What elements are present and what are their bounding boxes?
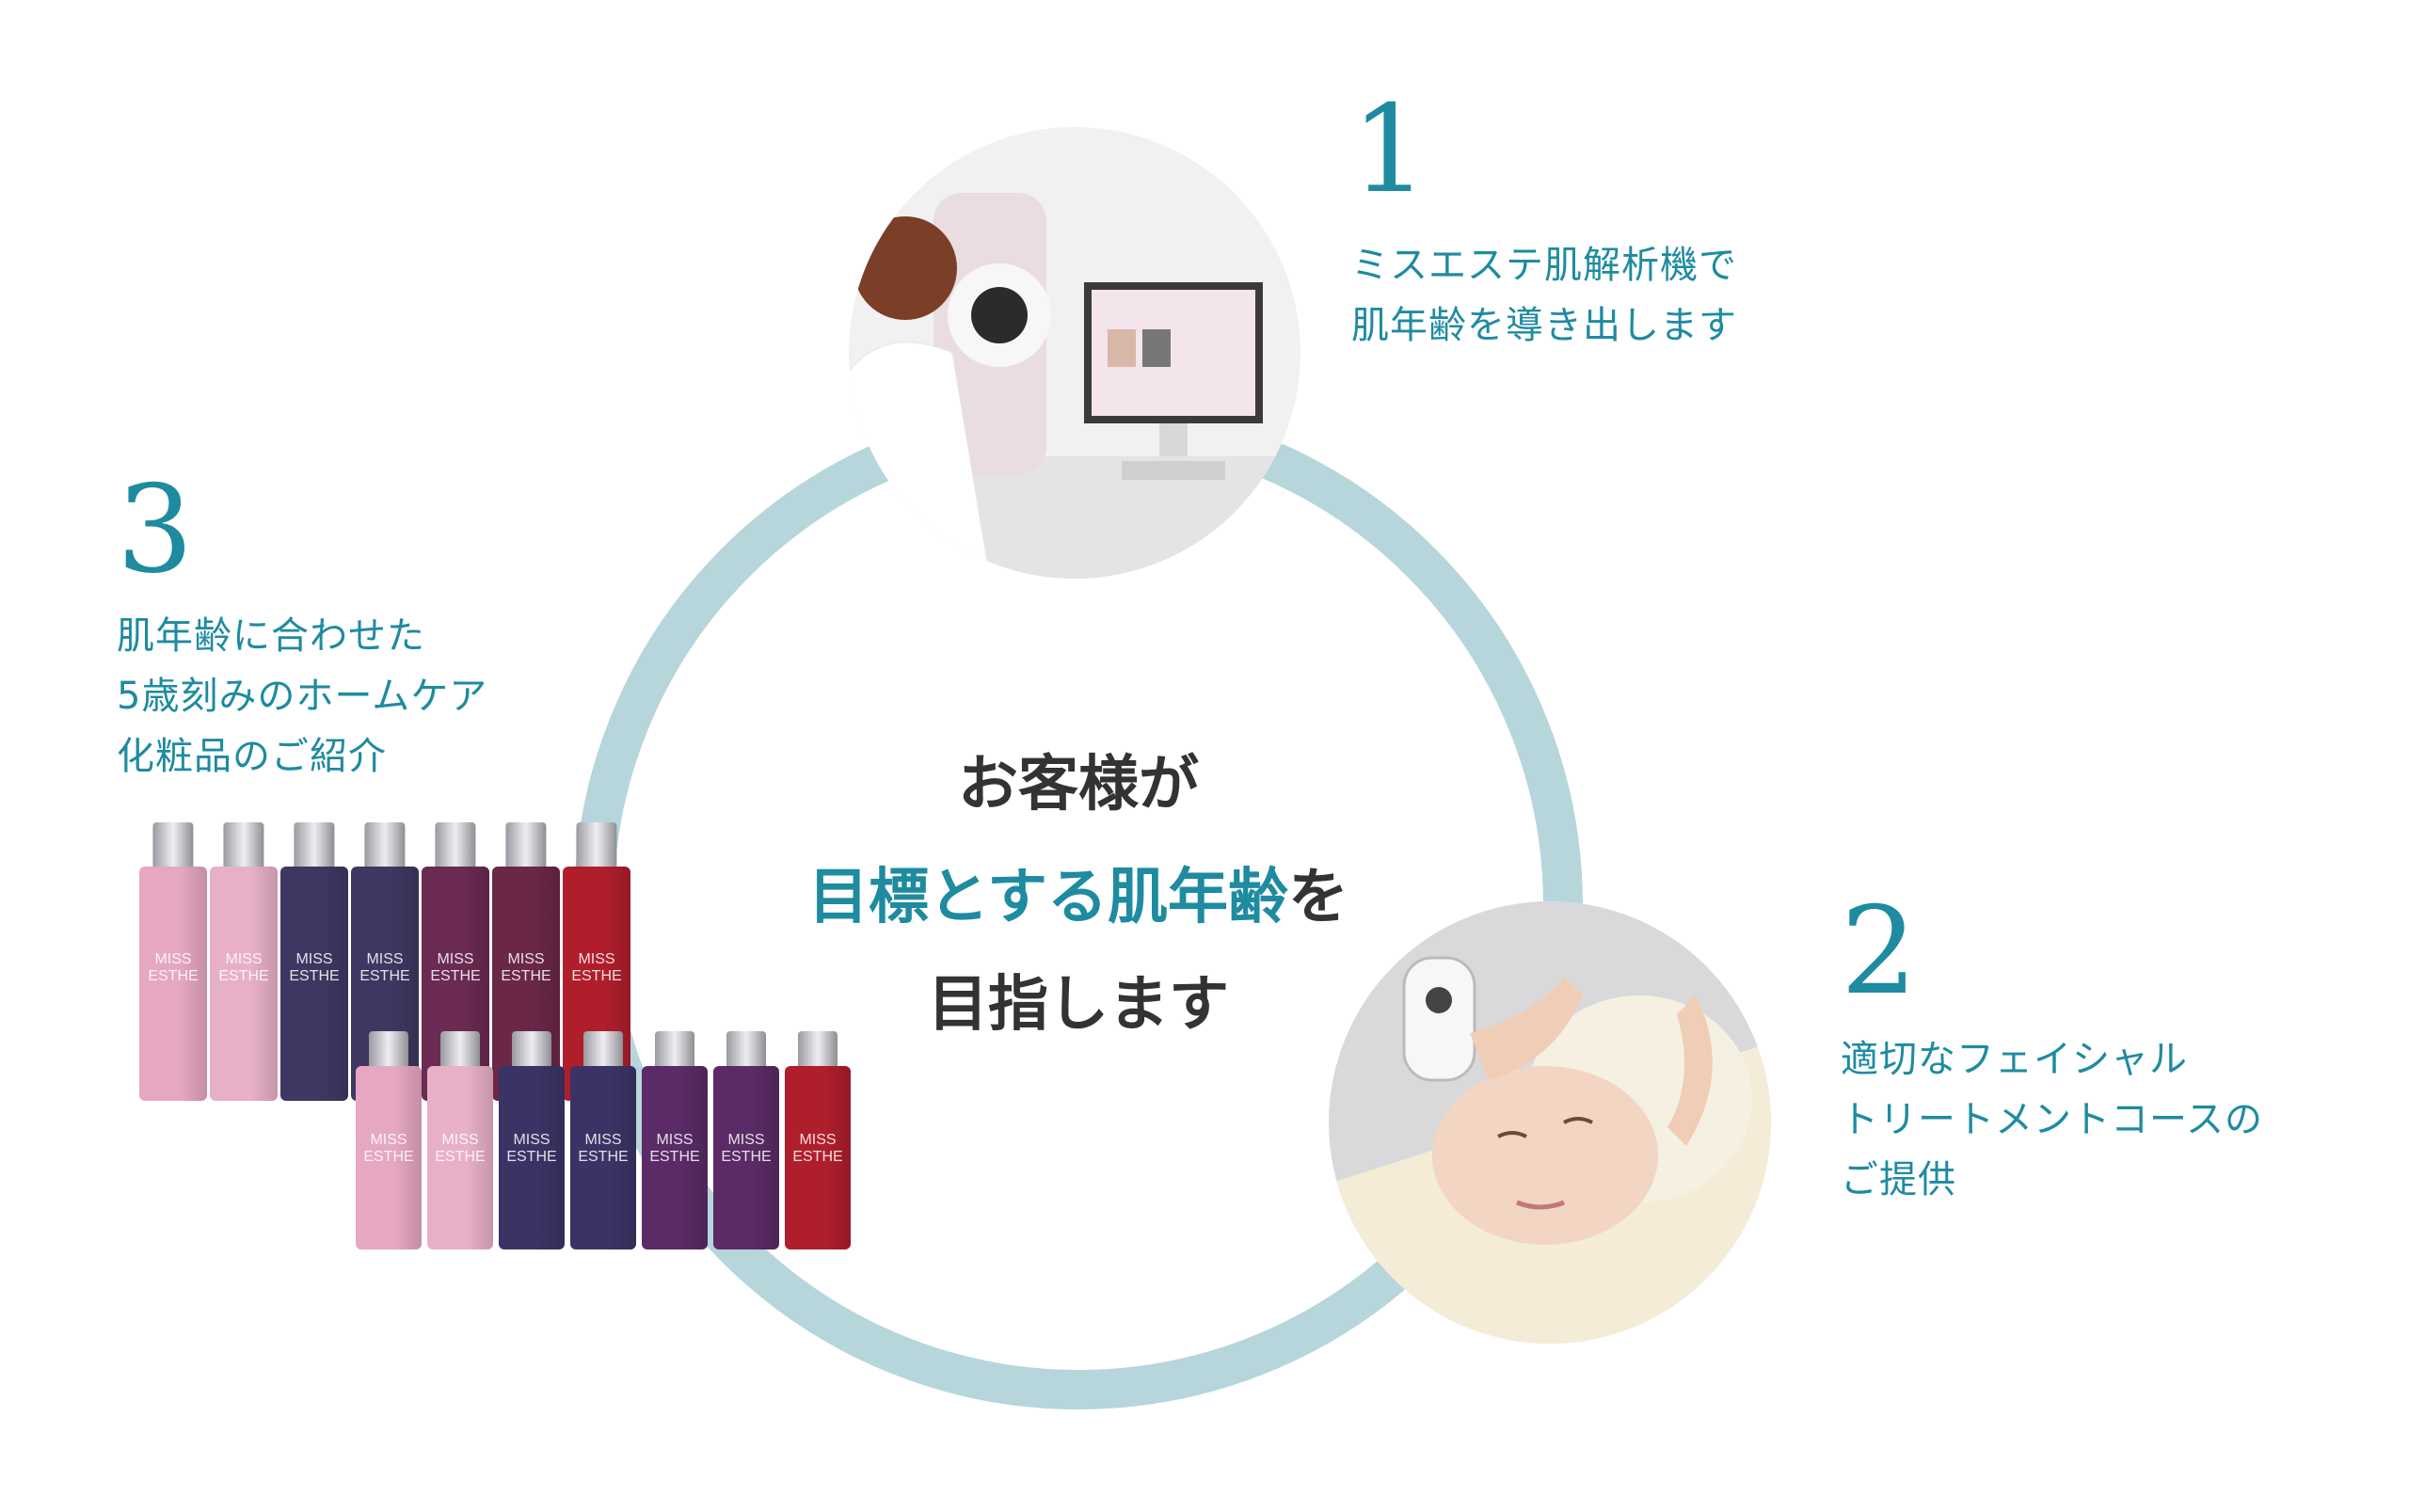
product-brand-label: MISS ESTHE	[578, 1132, 629, 1166]
facial-treatment-photo	[1329, 901, 1771, 1344]
center-line-2: 目標とする肌年齢を	[655, 849, 1502, 935]
step-3-number: 3	[117, 460, 194, 600]
step-1-number: 1	[1351, 80, 1428, 220]
center-line-1: お客様が	[958, 750, 1199, 820]
product-brand-label: MISS ESTHE	[430, 950, 481, 984]
product-brand-label: MISS ESTHE	[289, 950, 340, 984]
product-bottle: MISS ESTHE	[427, 1031, 493, 1249]
product-bottle: MISS ESTHE	[356, 1031, 422, 1249]
product-brand-label: MISS ESTHE	[571, 950, 622, 984]
step-3-description: 肌年齢に合わせた 5歳刻みのホームケア 化粧品のご紹介	[117, 614, 488, 778]
step-2-number: 2	[1841, 882, 1918, 1022]
product-bottle: MISS ESTHE	[570, 1031, 636, 1249]
product-brand-label: MISS ESTHE	[218, 950, 269, 984]
skin-analysis-photo	[849, 127, 1300, 579]
center-line-2-suffix: を	[1288, 863, 1349, 932]
center-highlight: 目標とする肌年齢	[807, 863, 1289, 932]
product-brand-label: MISS ESTHE	[792, 1132, 843, 1166]
center-line-3: 目指します	[928, 970, 1229, 1040]
product-brand-label: MISS ESTHE	[721, 1132, 772, 1166]
product-bottle: MISS ESTHE	[642, 1031, 708, 1249]
product-brand-label: MISS ESTHE	[501, 950, 551, 984]
product-brand-label: MISS ESTHE	[506, 1132, 557, 1166]
product-bottle: MISS ESTHE	[280, 822, 348, 1101]
product-brand-label: MISS ESTHE	[359, 950, 410, 984]
product-brand-label: MISS ESTHE	[148, 950, 199, 984]
product-brand-label: MISS ESTHE	[435, 1132, 486, 1166]
step-1-description: ミスエステ肌解析機で 肌年齢を導き出します	[1351, 244, 1737, 347]
product-brand-label: MISS ESTHE	[363, 1132, 414, 1166]
product-brand-label: MISS ESTHE	[649, 1132, 700, 1166]
step-2-description: 適切なフェイシャル トリートメントコースの ご提供	[1841, 1038, 2263, 1202]
product-bottle: MISS ESTHE	[785, 1031, 851, 1249]
product-bottle: MISS ESTHE	[713, 1031, 779, 1249]
product-bottle: MISS ESTHE	[422, 822, 489, 1101]
product-bottle: MISS ESTHE	[139, 822, 207, 1101]
product-bottle: MISS ESTHE	[499, 1031, 565, 1249]
product-bottle: MISS ESTHE	[210, 822, 278, 1101]
small-bottles-row: MISS ESTHE MISS ESTHE MISS ESTHE MISS ESTHE…	[356, 1031, 864, 1249]
